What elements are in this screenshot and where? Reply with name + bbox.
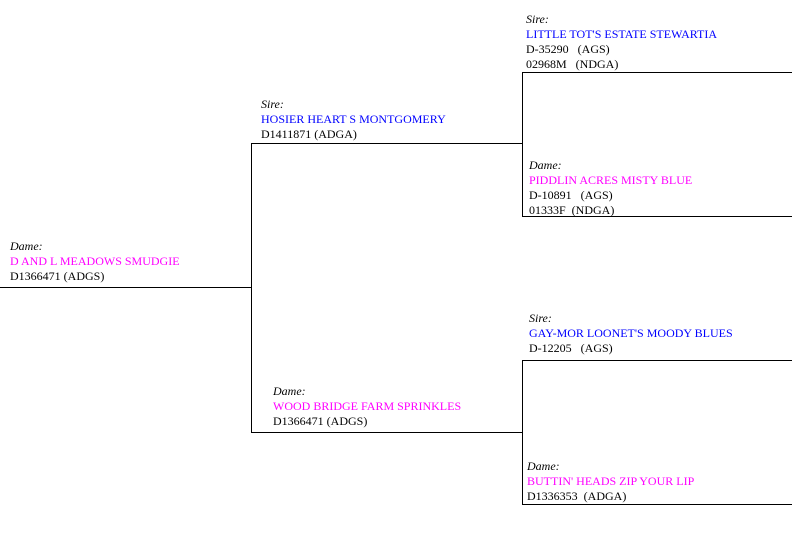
connector-line bbox=[522, 72, 523, 217]
registration: D-12205 (AGS) bbox=[529, 341, 613, 355]
sire-entry: Sire: HOSIER HEART S MONTGOMERY D1411871… bbox=[261, 97, 446, 142]
registration: D1336353 (ADGA) bbox=[527, 489, 627, 503]
registration: D1411871 (ADGA) bbox=[261, 127, 357, 141]
animal-name: HOSIER HEART S MONTGOMERY bbox=[261, 112, 446, 126]
registration: D1366471 (ADGS) bbox=[10, 269, 105, 283]
role-label: Sire: bbox=[529, 311, 552, 325]
registration: 01333F (NDGA) bbox=[529, 203, 615, 217]
dam-sire-entry: Sire: GAY-MOR LOONET'S MOODY BLUES D-122… bbox=[529, 311, 733, 356]
connector-line bbox=[522, 72, 792, 73]
role-label: Dame: bbox=[529, 158, 562, 172]
animal-name: PIDDLIN ACRES MISTY BLUE bbox=[529, 173, 693, 187]
animal-name: D AND L MEADOWS SMUDGIE bbox=[10, 254, 180, 268]
role-label: Sire: bbox=[526, 12, 549, 26]
connector-line bbox=[522, 360, 523, 505]
role-label: Dame: bbox=[10, 239, 43, 253]
connector-line bbox=[522, 504, 792, 505]
connector-line bbox=[251, 432, 522, 433]
dam-dam-entry: Dame: BUTTIN' HEADS ZIP YOUR LIP D133635… bbox=[527, 459, 694, 504]
connector-line bbox=[251, 143, 522, 144]
animal-name: BUTTIN' HEADS ZIP YOUR LIP bbox=[527, 474, 695, 488]
animal-name: LITTLE TOT'S ESTATE STEWARTIA bbox=[526, 27, 718, 41]
connector-line bbox=[522, 360, 792, 361]
registration: 02968M (NDGA) bbox=[526, 57, 619, 71]
dam-entry: Dame: WOOD BRIDGE FARM SPRINKLES D136647… bbox=[273, 384, 461, 429]
role-label: Dame: bbox=[527, 459, 560, 473]
registration: D-10891 (AGS) bbox=[529, 188, 613, 202]
connector-line bbox=[522, 216, 792, 217]
registration: D1366471 (ADGS) bbox=[273, 414, 368, 428]
connector-line bbox=[0, 287, 251, 288]
animal-entry: Dame: D AND L MEADOWS SMUDGIE D1366471 (… bbox=[10, 239, 180, 284]
animal-name: GAY-MOR LOONET'S MOODY BLUES bbox=[529, 326, 733, 340]
connector-line bbox=[251, 143, 252, 433]
sire-dam-entry: Dame: PIDDLIN ACRES MISTY BLUE D-10891 (… bbox=[529, 158, 692, 218]
sire-sire-entry: Sire: LITTLE TOT'S ESTATE STEWARTIA D-35… bbox=[526, 12, 717, 72]
registration: D-35290 (AGS) bbox=[526, 42, 610, 56]
animal-name: WOOD BRIDGE FARM SPRINKLES bbox=[273, 399, 462, 413]
role-label: Sire: bbox=[261, 97, 284, 111]
role-label: Dame: bbox=[273, 384, 306, 398]
